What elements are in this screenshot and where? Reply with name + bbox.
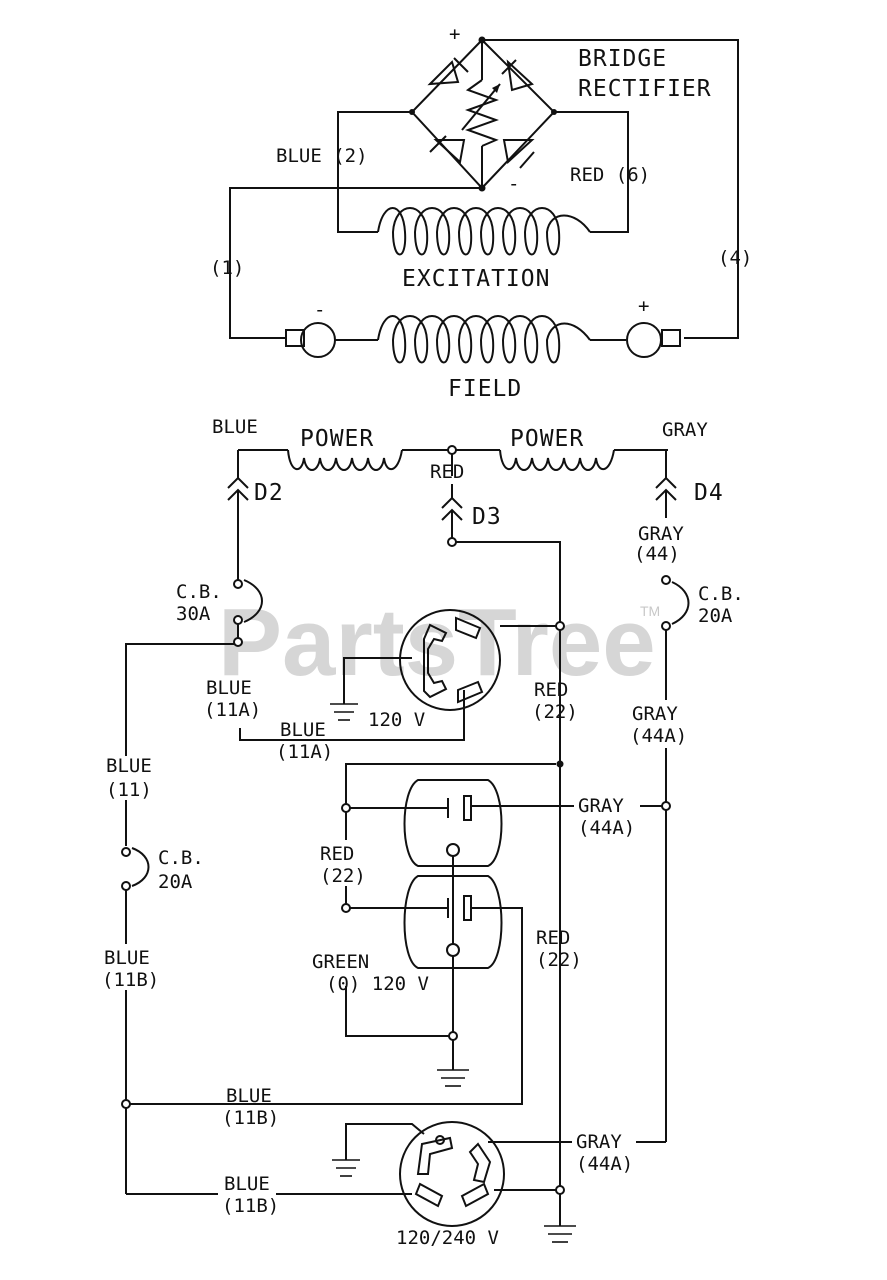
label-120v-top: 120 V xyxy=(368,709,425,731)
label-d2: D2 xyxy=(254,480,284,506)
label-cb20-right-b: 20A xyxy=(698,605,733,627)
label-cb20-left-b: 20A xyxy=(158,871,193,893)
label-green-a: GREEN xyxy=(312,951,369,973)
label-blue-11b-3b: (11B) xyxy=(222,1195,279,1217)
label-blue-11a-1a: BLUE xyxy=(206,677,252,699)
label-field: FIELD xyxy=(448,376,522,402)
label-cb20-right-a: C.B. xyxy=(698,583,744,605)
label-blue-11a-2a: BLUE xyxy=(280,719,326,741)
label-red-6: RED (6) xyxy=(570,164,650,186)
label-wire-1: (1) xyxy=(210,257,244,279)
excitation-coil xyxy=(377,207,591,256)
label-blue-11b-3a: BLUE xyxy=(224,1173,270,1195)
label-blue-11b-1b: (11B) xyxy=(102,969,159,991)
label-blue-11a-2b: (11A) xyxy=(276,741,333,763)
label-blue-11-b: (11) xyxy=(106,779,152,801)
label-power-left: POWER xyxy=(300,426,374,452)
label-red-22-1a: RED xyxy=(534,679,568,701)
watermark-tm: TM xyxy=(640,603,660,619)
label-red-mid: RED xyxy=(430,461,464,483)
label-blue-11-a: BLUE xyxy=(106,755,152,777)
label-120-240v: 120/240 V xyxy=(396,1227,499,1249)
bridge-rectifier xyxy=(409,36,557,192)
rectifier-plus: + xyxy=(449,23,460,45)
label-blue-top: BLUE xyxy=(212,416,258,438)
field-minus: - xyxy=(314,299,325,321)
outlet-120v-twistlock xyxy=(399,609,501,711)
label-gray-44a-1b: (44A) xyxy=(630,725,687,747)
rectifier-minus: - xyxy=(508,173,519,195)
label-red-22-2a: RED xyxy=(320,843,354,865)
label-red-22-3b: (22) xyxy=(536,949,582,971)
label-cb30-b: 30A xyxy=(176,603,211,625)
label-excitation: EXCITATION xyxy=(402,266,550,292)
label-gray-44-b: (44) xyxy=(634,543,680,565)
field-coil xyxy=(377,315,591,364)
rectifier-title-line2: RECTIFIER xyxy=(578,76,712,102)
outlet-240v-twistlock xyxy=(399,1121,505,1227)
label-gray-44a-1a: GRAY xyxy=(632,703,678,725)
rectifier-title-line1: BRIDGE xyxy=(578,46,667,72)
label-red-22-3a: RED xyxy=(536,927,570,949)
label-green-b: (0) 120 V xyxy=(326,973,429,995)
label-gray-44a-2a: GRAY xyxy=(578,795,624,817)
field-plus: + xyxy=(638,295,649,317)
label-blue-11b-2a: BLUE xyxy=(226,1085,272,1107)
power-winding-left xyxy=(287,449,403,471)
label-power-right: POWER xyxy=(510,426,584,452)
label-wire-4: (4) xyxy=(718,247,752,269)
label-cb20-left-a: C.B. xyxy=(158,847,204,869)
label-blue-11b-1a: BLUE xyxy=(104,947,150,969)
label-blue-11b-2b: (11B) xyxy=(222,1107,279,1129)
label-cb30-a: C.B. xyxy=(176,581,222,603)
label-blue-11a-1b: (11A) xyxy=(204,699,261,721)
label-gray-top: GRAY xyxy=(662,419,708,441)
watermark: PartsTree xyxy=(218,589,656,696)
label-gray-44a-2b: (44A) xyxy=(578,817,635,839)
label-red-22-2b: (22) xyxy=(320,865,366,887)
label-d4: D4 xyxy=(694,480,724,506)
label-gray-44a-3a: GRAY xyxy=(576,1131,622,1153)
power-winding-right xyxy=(499,449,615,471)
label-gray-44-a: GRAY xyxy=(638,523,684,545)
label-red-22-1b: (22) xyxy=(532,701,578,723)
label-blue-2: BLUE (2) xyxy=(276,145,368,167)
label-d3: D3 xyxy=(472,504,502,530)
label-gray-44a-3b: (44A) xyxy=(576,1153,633,1175)
outlet-120v-duplex xyxy=(403,779,503,969)
